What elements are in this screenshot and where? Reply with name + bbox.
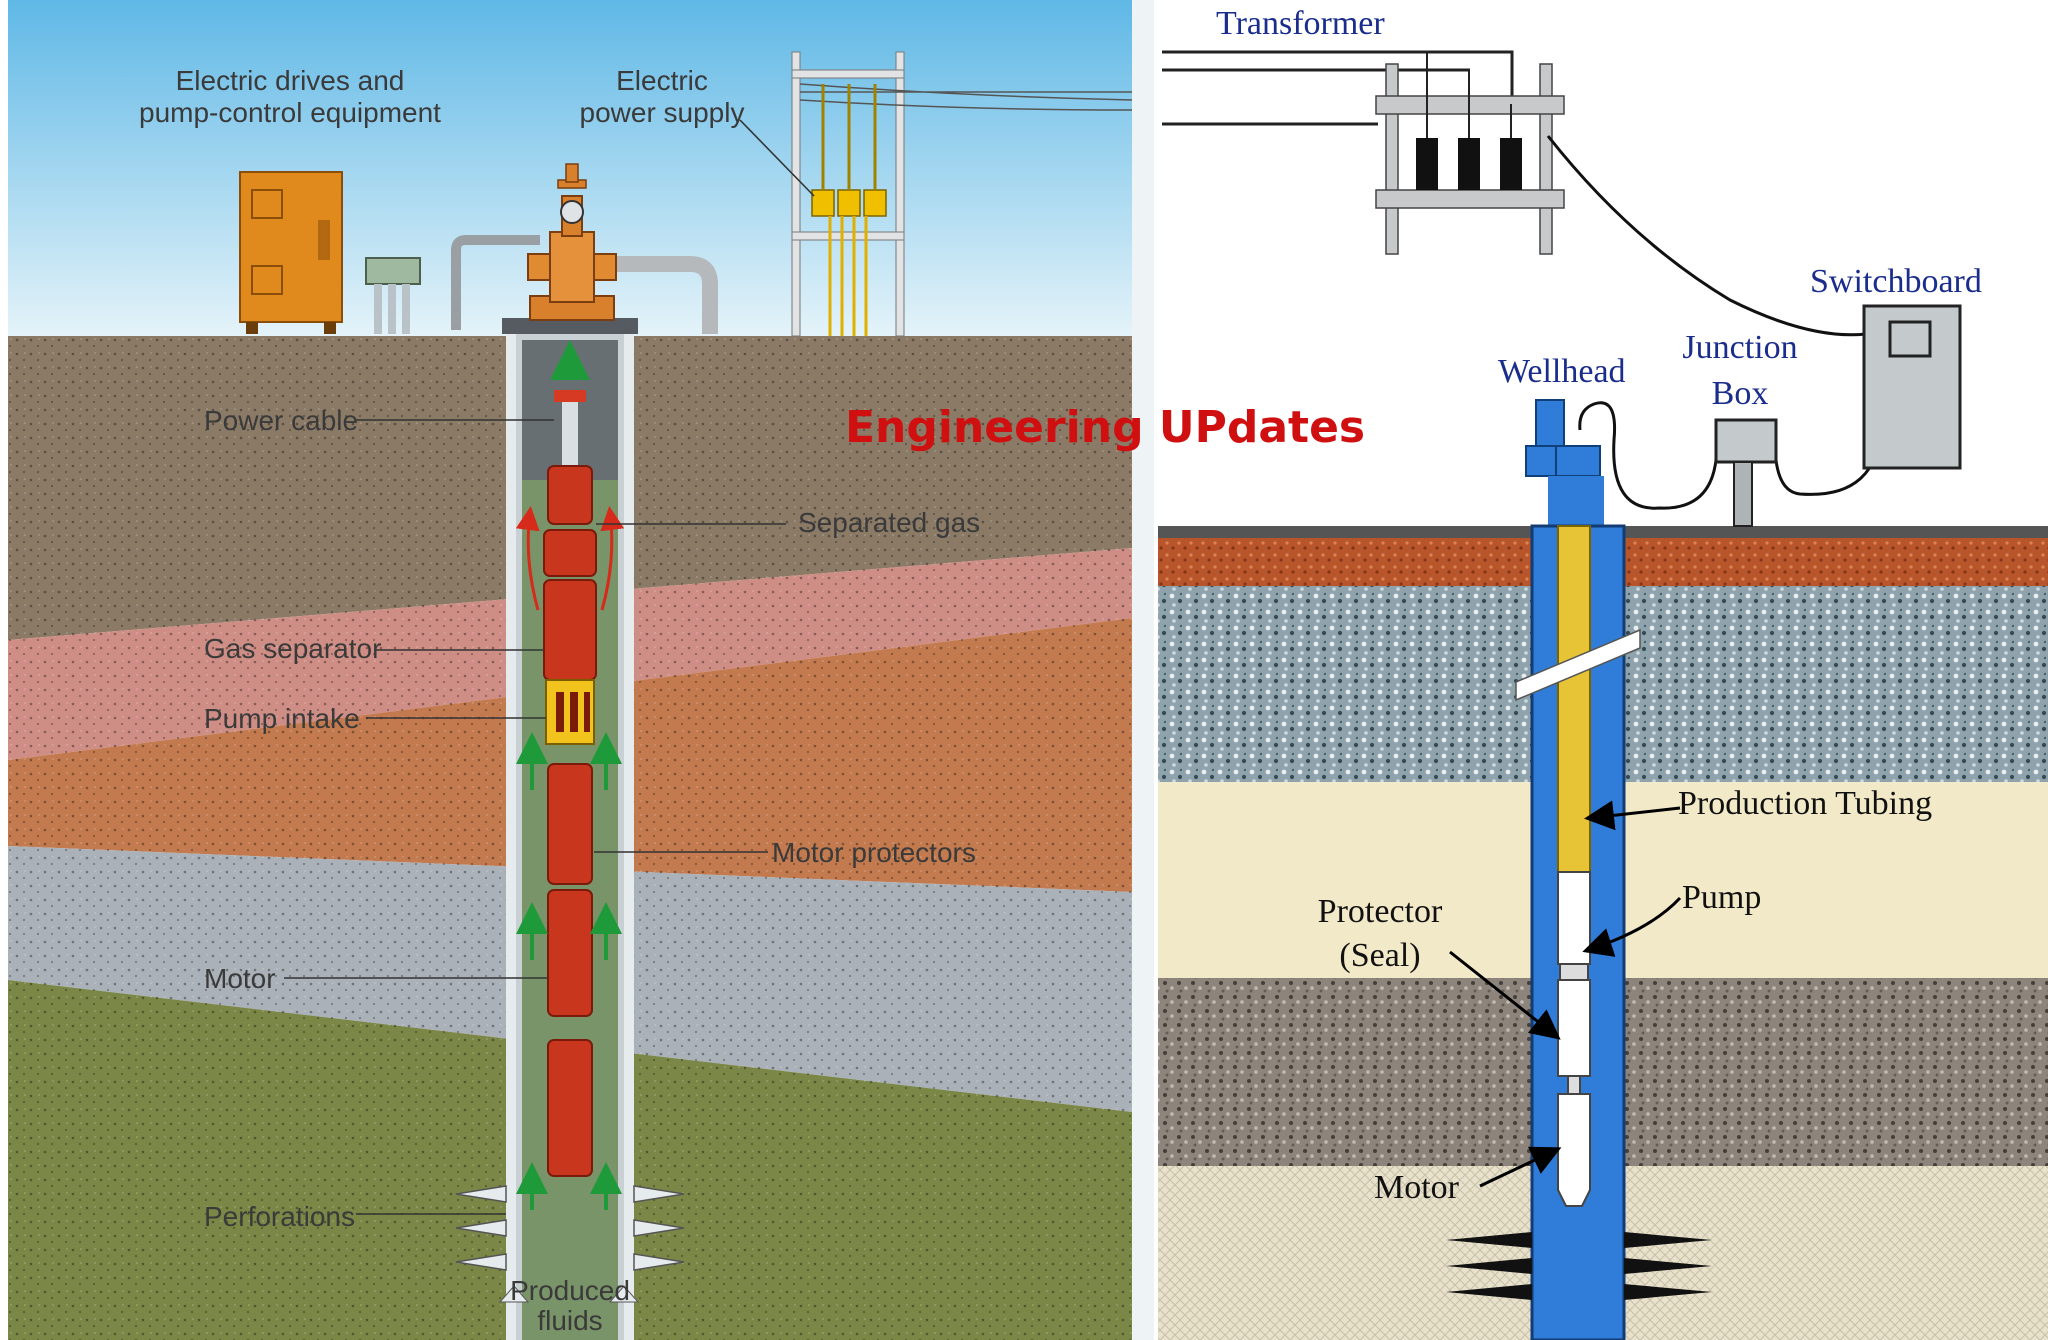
label-power-cable: Power cable: [204, 405, 358, 436]
wellhead: [502, 163, 638, 334]
watermark-text: Engineering UPdates: [845, 402, 1365, 453]
label-wellhead: Wellhead: [1498, 353, 1626, 390]
label-junction-line1: Junction: [1682, 329, 1797, 366]
control-line: [451, 235, 540, 330]
esp-string: [543, 465, 597, 1177]
label-produced-fluids-line1: Produced: [510, 1275, 630, 1306]
label-produced-fluids-line2: fluids: [537, 1305, 602, 1336]
junction-post: [365, 257, 421, 334]
label-motor-right: Motor: [1374, 1169, 1460, 1206]
junction-box: [1714, 418, 1778, 527]
transformer-cable: [1546, 135, 1867, 337]
label-perforations: Perforations: [204, 1201, 355, 1232]
flow-arrows: [515, 340, 625, 1210]
power-supply-pole: [791, 51, 1133, 337]
label-electric-drives-line1: Electric drives and: [176, 65, 405, 96]
label-protector-line1: Protector: [1318, 893, 1443, 930]
label-gas-separator: Gas separator: [204, 633, 381, 664]
left-panel: Electric drives and pump-control equipme…: [8, 0, 1133, 1340]
switchboard: [1862, 304, 1962, 470]
panel-divider: [1132, 0, 1154, 1340]
label-pump: Pump: [1682, 879, 1761, 916]
control-cabinet: [239, 171, 343, 334]
label-pump-intake: Pump intake: [204, 703, 360, 734]
label-motor-left: Motor: [204, 963, 276, 994]
right-panel: Transformer Switchboard Junction Box Wel…: [1154, 0, 2048, 1340]
label-separated-gas: Separated gas: [798, 507, 980, 538]
junction-cable: [1578, 401, 1718, 510]
perforations: [455, 1185, 685, 1303]
label-junction-line2: Box: [1712, 375, 1769, 412]
flowline: [612, 256, 718, 334]
label-electric-power-line2: power supply: [580, 97, 745, 128]
label-transformer: Transformer: [1216, 5, 1385, 42]
label-production-tubing: Production Tubing: [1678, 785, 1932, 822]
transformer: [1162, 50, 1565, 255]
label-motor-protectors: Motor protectors: [772, 837, 976, 868]
label-protector-line2: (Seal): [1339, 937, 1420, 974]
label-electric-drives-line2: pump-control equipment: [139, 97, 441, 128]
label-switchboard: Switchboard: [1810, 263, 1982, 300]
label-electric-power-line1: Electric: [616, 65, 708, 96]
